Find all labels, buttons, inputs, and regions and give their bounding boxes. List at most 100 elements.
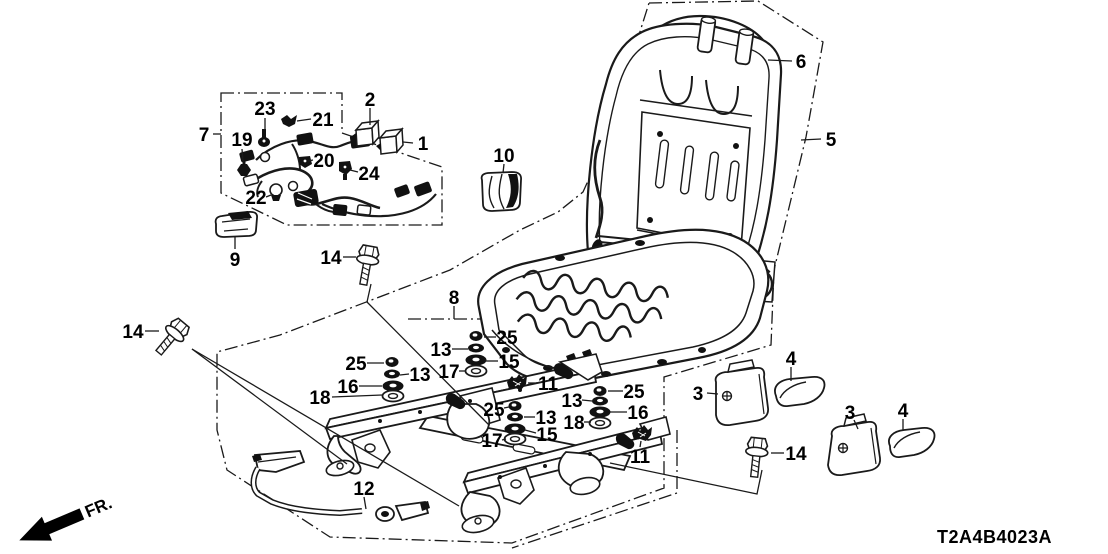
harness-clips xyxy=(237,115,352,201)
callout-13[interactable]: 13 xyxy=(409,365,430,386)
callout-4[interactable]: 4 xyxy=(786,349,797,370)
callout-leader xyxy=(767,59,793,62)
leader-line xyxy=(609,462,763,495)
callout-1[interactable]: 1 xyxy=(418,134,429,155)
callout-13[interactable]: 13 xyxy=(535,408,556,429)
clip-23 xyxy=(258,129,270,147)
callout-leader xyxy=(241,148,244,163)
callout-16[interactable]: 16 xyxy=(627,403,648,424)
recline-cover-outer-3a xyxy=(714,359,769,427)
callout-leader xyxy=(639,440,642,448)
clip-19 xyxy=(237,160,251,176)
leader-line xyxy=(191,348,348,465)
callout-14[interactable]: 14 xyxy=(122,322,144,343)
lumbar-slots xyxy=(654,139,740,202)
callout-leader xyxy=(402,141,414,144)
callout-leader xyxy=(399,373,410,376)
leader-line xyxy=(366,283,490,426)
clip-22 xyxy=(269,183,283,201)
callout-leader xyxy=(503,406,510,409)
callout-4[interactable]: 4 xyxy=(898,401,909,422)
leader-line xyxy=(191,348,460,507)
seat-rails xyxy=(324,349,671,534)
height-rod xyxy=(250,450,430,522)
harness-boundary xyxy=(220,92,443,226)
washer-icon xyxy=(384,369,400,379)
seat-cushion-pan xyxy=(477,228,770,383)
callout-25[interactable]: 25 xyxy=(623,382,645,403)
clip-20 xyxy=(299,156,312,168)
fr-direction-arrow: FR. xyxy=(19,493,115,541)
callout-15[interactable]: 15 xyxy=(536,425,558,446)
left-rail-rear-loop xyxy=(446,403,491,440)
callout-leader xyxy=(331,394,383,398)
callout-leader xyxy=(853,419,859,430)
headrest-guide-tube xyxy=(696,16,717,54)
callout-12[interactable]: 12 xyxy=(353,479,374,500)
callout-leader xyxy=(502,163,505,174)
recline-cover-outer-3b xyxy=(827,413,881,477)
callout-17[interactable]: 17 xyxy=(481,431,502,452)
callout-leader xyxy=(706,392,719,395)
callout-15[interactable]: 15 xyxy=(498,352,520,373)
callout-3[interactable]: 3 xyxy=(693,384,704,405)
callout-6[interactable]: 6 xyxy=(796,52,807,73)
fr-arrow-shaft xyxy=(40,508,85,536)
clip-21 xyxy=(281,115,297,127)
callout-8[interactable]: 8 xyxy=(449,288,460,309)
fr-label: FR. xyxy=(82,493,115,521)
callout-13[interactable]: 13 xyxy=(561,391,582,412)
callout-22[interactable]: 22 xyxy=(245,188,266,209)
callout-24[interactable]: 24 xyxy=(358,164,380,185)
callout-16[interactable]: 16 xyxy=(337,377,358,398)
callout-20[interactable]: 20 xyxy=(313,151,334,172)
callout-19[interactable]: 19 xyxy=(231,130,252,151)
callout-leader xyxy=(296,118,312,122)
callout-25[interactable]: 25 xyxy=(345,354,367,375)
callout-leader xyxy=(581,399,593,402)
control-unit-9 xyxy=(214,210,258,238)
callout-leader xyxy=(524,429,537,434)
recline-cover-cap-4a xyxy=(774,375,826,408)
callout-14[interactable]: 14 xyxy=(320,248,342,269)
callout-14[interactable]: 14 xyxy=(785,444,807,465)
nut-icon xyxy=(385,357,399,367)
callout-17[interactable]: 17 xyxy=(438,362,459,383)
callout-23[interactable]: 23 xyxy=(254,99,275,120)
connector-unit-1 xyxy=(376,127,404,155)
clip-24 xyxy=(339,161,352,180)
cover-10 xyxy=(480,171,522,212)
pan-springs xyxy=(515,269,670,342)
callout-21[interactable]: 21 xyxy=(312,110,334,131)
callout-18[interactable]: 18 xyxy=(309,388,330,409)
callout-5[interactable]: 5 xyxy=(826,130,837,151)
sensor-unit-2 xyxy=(352,119,380,147)
seat-back-frame xyxy=(585,14,783,303)
callout-9[interactable]: 9 xyxy=(230,250,241,271)
callout-leader xyxy=(349,169,359,173)
callout-10[interactable]: 10 xyxy=(493,146,514,167)
leader-lines xyxy=(145,59,904,510)
bolt-icon xyxy=(742,436,770,479)
bolt-icon xyxy=(149,314,193,361)
callout-11[interactable]: 11 xyxy=(630,447,651,468)
callout-leader xyxy=(501,438,507,441)
wire-harness xyxy=(237,115,437,218)
callout-2[interactable]: 2 xyxy=(365,90,376,111)
washer-icon xyxy=(381,389,405,403)
callout-7[interactable]: 7 xyxy=(199,125,210,146)
callout-3[interactable]: 3 xyxy=(845,403,856,424)
callout-leader xyxy=(307,159,314,162)
callout-18[interactable]: 18 xyxy=(563,413,584,434)
fr-arrow-head xyxy=(19,516,53,541)
callout-25[interactable]: 25 xyxy=(496,328,518,349)
callout-25[interactable]: 25 xyxy=(483,400,505,421)
callout-11[interactable]: 11 xyxy=(538,374,559,395)
callout-13[interactable]: 13 xyxy=(430,340,451,361)
drawing-number: T2A4B4023A xyxy=(937,527,1052,547)
callout-leader xyxy=(800,138,822,141)
bolt-icon xyxy=(351,243,382,288)
